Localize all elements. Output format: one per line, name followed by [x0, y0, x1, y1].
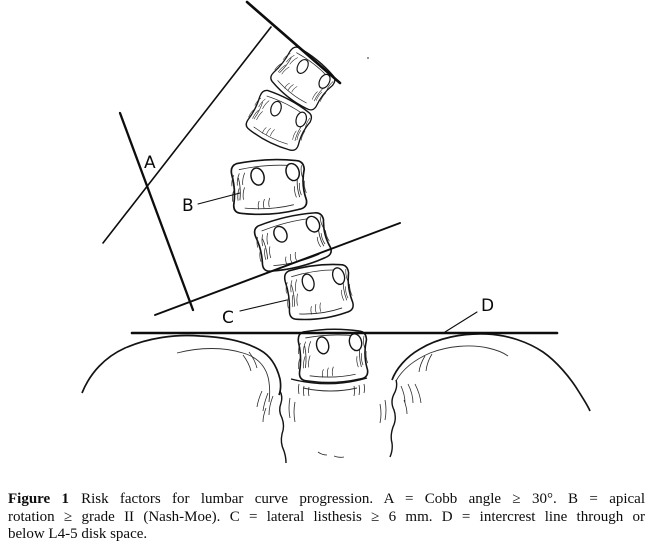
sacrum: [279, 377, 398, 464]
caption-line-1: Figure 1 Risk factors for lumbar curve pr…: [8, 491, 645, 509]
pelvis-left-wing: [81, 334, 282, 423]
sacrum-right-edge: [389, 379, 398, 458]
figure-number: Figure 1: [8, 491, 70, 507]
cobb-angle-line-1: [102, 26, 272, 244]
caption-text-1: Risk factors for lumbar curve progressio…: [81, 491, 645, 507]
right-iliac-crest-outer: [391, 333, 591, 412]
vertebra-6-l5: [297, 328, 370, 384]
figure-caption: Figure 1 Risk factors for lumbar curve pr…: [8, 491, 645, 544]
vertebra-3-apical: [230, 157, 309, 216]
ink-speck: [367, 57, 369, 59]
sacrum-hatching: [288, 383, 387, 458]
right-iliac-crest-inner: [395, 345, 509, 382]
label-d-leader-line: [444, 311, 478, 333]
caption-line-3: below L4-5 disk space.: [8, 526, 148, 542]
label-b-leader-line: [197, 192, 241, 205]
vertebra-5-listhesis: [283, 261, 356, 323]
right-si-hatching: [400, 353, 433, 415]
left-iliac-crest-outer: [81, 334, 282, 396]
lower-end-vertebra-line: [154, 222, 401, 316]
label-c-leader-line: [239, 299, 288, 312]
label-b: B: [182, 196, 194, 216]
sacral-second-band: [302, 387, 358, 392]
cobb-angle-line-2: [118, 111, 195, 312]
label-d: D: [481, 296, 494, 316]
sacrum-left-edge: [279, 390, 287, 464]
label-a: A: [144, 153, 156, 173]
label-c: C: [222, 308, 234, 328]
left-iliac-crest-inner: [176, 348, 271, 403]
left-si-hatching: [242, 351, 274, 423]
upper-end-vertebra-line: [245, 0, 342, 85]
caption-line-2: rotation ≥ grade II (Nash-Moe). C = late…: [8, 508, 645, 525]
figure-illustration: A B C D: [81, 0, 591, 464]
pelvis-right-wing: [391, 333, 591, 415]
